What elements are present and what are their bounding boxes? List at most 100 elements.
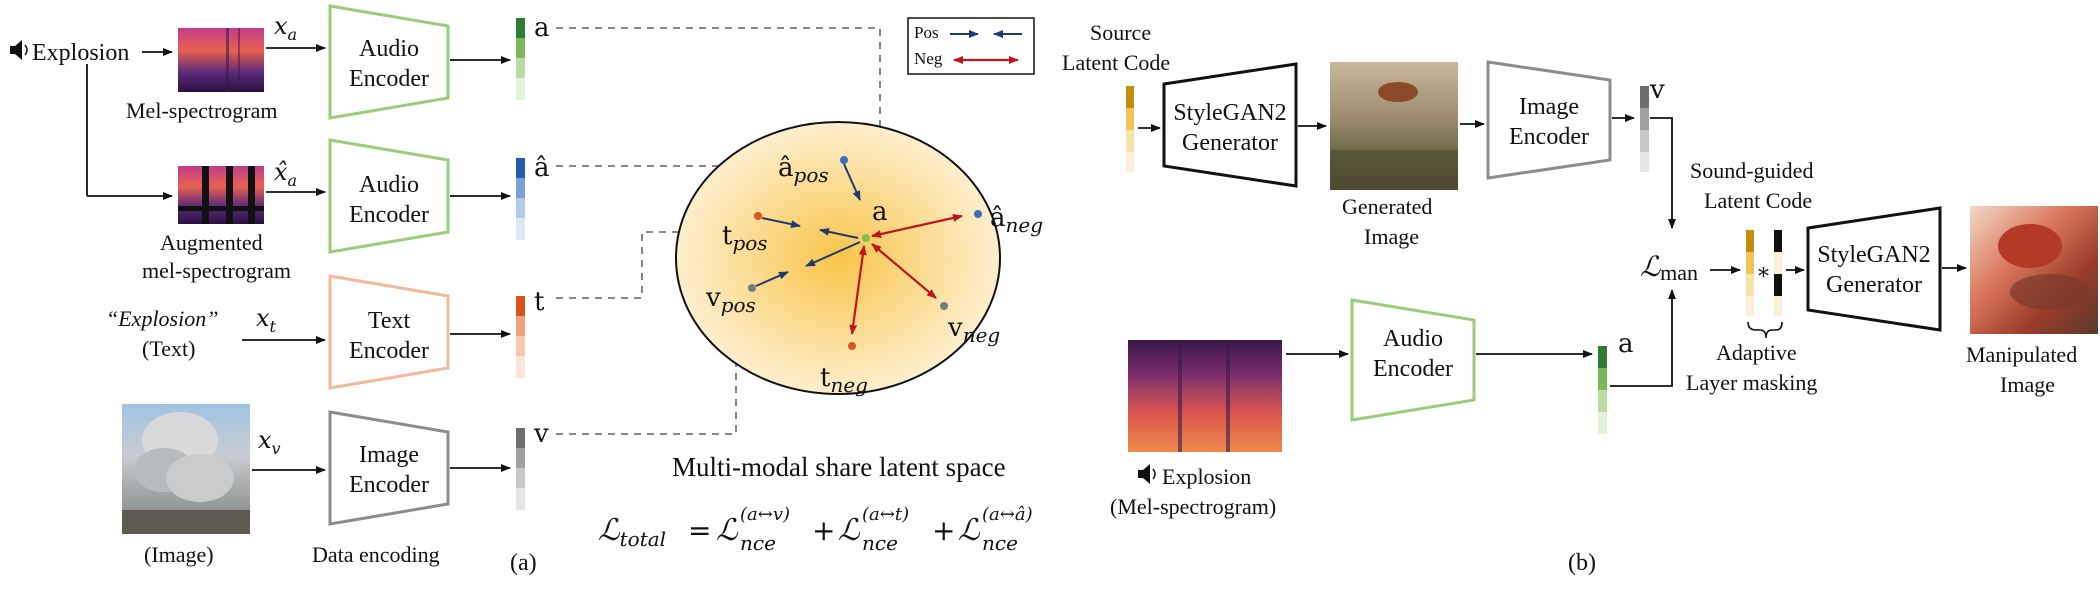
image-caption: (Image) [144,542,214,567]
augmented-mel-image [178,166,264,224]
embedding-bar-t [516,296,525,378]
svg-text:Audio: Audio [1383,326,1443,352]
emb-ahat-label: â [534,153,550,183]
svg-text:+: + [932,514,955,547]
embedding-bar-ahat [516,158,525,240]
embedding-bar-a [516,18,525,100]
image-encoder-b: Image Encoder [1486,60,1612,180]
manipulated-label-2: Image [2000,372,2055,397]
generated-label-2: Image [1364,224,1419,249]
svg-text:Image: Image [1519,94,1579,120]
manipulated-image [1970,206,2098,334]
explosion-b-label: Explosion [1162,464,1251,489]
audio-encoder-2: Audio Encoder [328,138,450,254]
label-a: a [872,197,888,227]
source-latent-bar [1126,86,1134,172]
generated-label-1: Generated [1342,194,1432,219]
stylegan-generator-2: StyleGAN2 Generator [1806,206,1942,332]
svg-text:Generator: Generator [1826,272,1922,298]
audio-encoder-b: Audio Encoder [1350,298,1476,422]
speaker-icon-b [1138,464,1156,484]
svg-text:ℒtotal: ℒtotal [598,513,666,551]
point-v-pos [748,284,756,292]
svg-text:nce: nce [982,531,1018,555]
adaptive-label-2: Layer masking [1686,370,1817,395]
svg-text:Encoder: Encoder [1373,356,1453,382]
manipulated-label-1: Manipulated [1966,342,2077,367]
svg-text:nce: nce [862,531,898,555]
mel-caption-b: (Mel-spectrogram) [1110,494,1276,519]
explosion-photo [122,404,250,534]
latent-space-caption: Multi-modal share latent space [672,452,1006,482]
pos-arrow-t-2 [819,227,859,239]
svg-text:Encoder: Encoder [349,472,429,498]
dashed-connectors [556,27,887,435]
svg-text:StyleGAN2: StyleGAN2 [1817,242,1930,268]
text-encoder: Text Encoder [328,274,450,390]
svg-text:Generator: Generator [1182,130,1278,156]
emb-v-label: v [533,419,549,449]
neg-arrow-t [849,245,867,335]
augmented-label-1: Augmented [160,230,263,255]
arrow-v-to-loss [1650,117,1676,229]
source-label-2: Latent Code [1062,50,1170,75]
embedding-bar-a-b [1598,346,1607,434]
embedding-bar-v-b [1640,86,1649,172]
point-a [862,234,870,242]
augmented-label-2: mel-spectrogram [142,258,291,283]
svg-text:=: = [688,514,711,547]
label-t-pos: tpos [722,221,768,255]
point-t-pos [754,212,762,220]
svg-text:(a↔t): (a↔t) [862,504,909,525]
sound-guided-latent-bars [1746,230,1782,316]
x-a-hat-label: x̂a [274,158,297,190]
panel-a: Explosion Mel-spectrogram Augmented mel-… [10,4,1043,576]
emb-v-b-label: v [1649,75,1665,105]
emb-t-label: t [534,287,545,317]
svg-text:Pos: Pos [914,23,939,42]
mel-spectrogram-image-b [1128,340,1282,452]
audio-encoder-1: Audio Encoder [328,4,450,120]
data-encoding-label: Data encoding [312,542,440,567]
generated-image [1330,62,1458,190]
x-t-label: xt [256,304,277,336]
svg-text:Audio: Audio [359,172,419,198]
adaptive-label-1: Adaptive [1716,340,1797,365]
pos-arrow-t-1 [761,217,801,229]
label-ahat-neg: âneg [990,203,1043,237]
label-ahat-pos: âpos [778,153,829,187]
brace [1747,321,1783,339]
latent-space-ellipse [675,121,1001,395]
svg-text:nce: nce [740,531,776,555]
pos-arrow-v-1 [755,271,789,287]
panel-b: Source Latent Code StyleGAN2 Generator G… [1062,20,2098,576]
svg-text:Image: Image [359,442,419,468]
svg-text:ℒ: ℒ [838,513,861,548]
text-caption: (Text) [142,336,195,361]
sound-guided-label-2: Latent Code [1704,188,1812,213]
svg-text:+: + [812,514,835,547]
svg-text:Neg: Neg [914,49,943,68]
svg-text:Audio: Audio [359,36,419,62]
svg-text:Text: Text [368,308,411,334]
svg-text:Encoder: Encoder [349,338,429,364]
point-v-neg [940,302,948,310]
point-ahat-pos [840,156,848,164]
panel-a-label: (a) [510,550,537,576]
speaker-icon [10,40,28,60]
loss-man: ℒman [1640,250,1698,285]
audio-input-label: Explosion [32,40,129,66]
svg-text:(a↔v): (a↔v) [740,504,790,525]
point-ahat-neg [974,210,982,218]
stylegan-generator-1: StyleGAN2 Generator [1162,62,1298,188]
svg-text:Encoder: Encoder [349,202,429,228]
emb-a-b-label: a [1618,329,1634,359]
label-v-neg: vneg [947,313,1000,347]
label-v-pos: vpos [705,283,756,317]
pos-arrow-ahat [843,163,861,201]
x-a-label: xa [274,12,297,44]
x-v-label: xv [258,426,281,458]
source-label-1: Source [1090,20,1151,45]
image-encoder: Image Encoder [328,410,450,526]
